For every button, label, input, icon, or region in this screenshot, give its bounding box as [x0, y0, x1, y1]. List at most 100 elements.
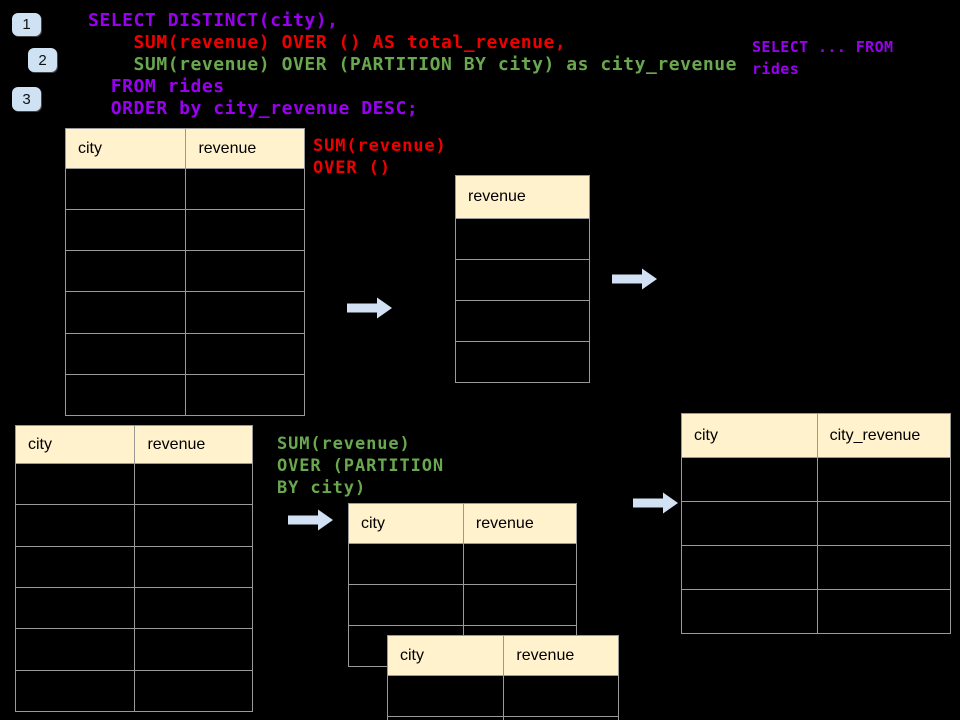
empty-cell — [386, 675, 505, 717]
table-row — [64, 332, 305, 375]
empty-cell — [134, 628, 253, 671]
empty-cell — [816, 589, 952, 634]
empty-cell — [64, 209, 187, 252]
empty-cell — [462, 543, 578, 585]
empty-cell — [816, 457, 952, 502]
code-line: SUM(revenue) OVER (PARTITION BY city) as… — [88, 54, 738, 75]
empty-cell — [681, 501, 818, 546]
empty-cell — [14, 462, 136, 506]
data-table: revenue — [455, 175, 590, 383]
table-row — [386, 675, 619, 717]
table-row — [14, 462, 253, 506]
table-row — [681, 501, 952, 546]
empty-cell — [14, 628, 136, 671]
empty-cell — [134, 504, 253, 547]
empty-cell — [348, 584, 464, 626]
empty-cell — [681, 545, 818, 590]
column-header: city — [348, 503, 464, 544]
table-row — [64, 291, 305, 334]
code-line: OVER (PARTITION — [277, 456, 445, 476]
empty-cell — [816, 545, 952, 590]
table-row — [348, 584, 578, 626]
empty-cell — [134, 545, 253, 588]
empty-cell — [185, 167, 305, 211]
table-row — [455, 259, 590, 301]
total-revenue-window-label: SUM(revenue)OVER () — [313, 135, 447, 179]
code-line: OVER () — [313, 158, 391, 178]
empty-cell — [348, 543, 464, 585]
step-badge-1: 1 — [12, 13, 41, 36]
code-line: SELECT DISTINCT(city), — [88, 10, 339, 31]
table-row — [64, 209, 305, 252]
table-row — [681, 545, 952, 590]
empty-cell — [64, 291, 187, 334]
empty-cell — [455, 259, 590, 301]
empty-cell — [455, 300, 590, 342]
empty-cell — [185, 250, 305, 293]
table-row — [348, 543, 578, 585]
column-header: revenue — [185, 128, 305, 169]
empty-cell — [64, 332, 187, 375]
empty-cell — [134, 586, 253, 630]
table-row — [681, 457, 952, 502]
column-header: city_revenue — [816, 413, 952, 458]
sql-query-code: SELECT DISTINCT(city), SUM(revenue) OVER… — [88, 10, 737, 120]
empty-cell — [134, 462, 253, 506]
code-line: BY city) — [277, 478, 367, 498]
empty-cell — [455, 341, 590, 383]
column-header: revenue — [503, 635, 619, 676]
empty-cell — [681, 589, 818, 634]
code-line: SUM(revenue) — [313, 136, 447, 156]
empty-cell — [64, 167, 187, 211]
empty-cell — [386, 716, 505, 720]
empty-cell — [462, 584, 578, 626]
code-line: ORDER by city_revenue DESC; — [88, 98, 419, 119]
table-total-revenue-result: revenue — [455, 175, 590, 383]
table-row — [14, 504, 253, 547]
empty-cell — [503, 675, 619, 717]
empty-cell — [185, 373, 305, 417]
empty-cell — [14, 669, 136, 713]
empty-cell — [185, 209, 305, 252]
empty-cell — [185, 332, 305, 375]
column-header: city — [14, 425, 136, 464]
table-row — [14, 628, 253, 671]
column-header: revenue — [462, 503, 578, 544]
empty-cell — [681, 457, 818, 502]
flow-arrow-icon — [347, 297, 392, 319]
table-row — [455, 218, 590, 260]
code-line: SUM(revenue) OVER () AS total_revenue, — [88, 32, 567, 53]
code-line: FROM rides — [88, 76, 225, 97]
empty-cell — [14, 586, 136, 630]
empty-cell — [64, 250, 187, 293]
table-row — [64, 167, 305, 211]
column-header: city — [386, 635, 505, 676]
flow-arrow-icon — [633, 492, 678, 514]
column-header: revenue — [455, 175, 590, 219]
column-header: revenue — [134, 425, 253, 464]
flow-arrow-icon — [612, 268, 657, 290]
empty-cell — [455, 218, 590, 260]
table-row — [64, 250, 305, 293]
empty-cell — [503, 716, 619, 720]
table-row — [64, 373, 305, 417]
empty-cell — [14, 504, 136, 547]
empty-cell — [134, 669, 253, 713]
table-row — [14, 586, 253, 630]
step-badge-3: 3 — [12, 87, 41, 111]
column-header: city — [681, 413, 818, 458]
table-row — [14, 669, 253, 713]
flow-arrow-icon — [288, 509, 333, 531]
code-line: rides — [752, 60, 800, 78]
